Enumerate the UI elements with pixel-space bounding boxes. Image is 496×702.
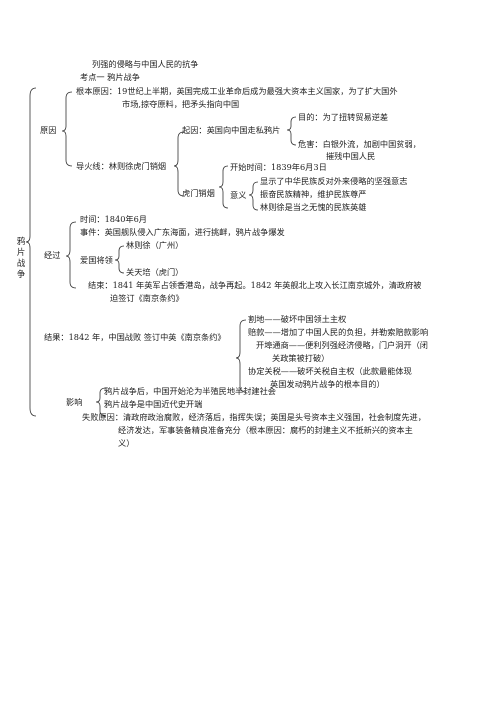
fundamental-cause-line-1: 根本原因：19世纪上半期，英国完成工业革命后成为最强大资本主义国家，为了扩大国外 [76, 86, 398, 96]
harm-text-line-1: 危害：白银外流，加剧中国贫弱， [298, 139, 421, 149]
general-2: 关天培（虎门） [126, 267, 184, 277]
topic-heading: 考点一 鸦片战争 [80, 72, 140, 82]
failure-line-1: 失败原因：清政府政治腐败，经济落后，指挥失误；英国是头号资本主义强国，社会制度先… [82, 412, 426, 422]
fuse-bracket [173, 131, 185, 197]
causes-label: 原因 [40, 125, 57, 135]
result-item-1: 割地——破坏中国领土主权 [248, 314, 347, 324]
meaning-item-1: 显示了中华民族反对外来侵略的坚强意志 [260, 176, 408, 186]
root-label: 鸦片战争 [16, 236, 26, 279]
process-event: 事件：英国舰队侵入广东海面，进行挑衅，鸦片战争爆发 [80, 227, 285, 237]
process-end-line-2: 迫签订《南京条约》 [110, 293, 184, 303]
meaning-label: 意义 [230, 190, 247, 200]
origin-bracket [286, 116, 297, 146]
process-bracket [65, 221, 77, 289]
humen-label: 虎门销烟 [182, 188, 215, 198]
result-item-4-line-1: 协定关税——破坏关税自主权（此款最能体现 [248, 366, 412, 376]
impact-item-1: 鸦片战争后，中国开始沦为半殖民地半封建社会 [104, 386, 276, 396]
page-title: 列强的侵略与中国人民的抗争 [92, 59, 199, 69]
impact-label: 影响 [66, 397, 83, 407]
result-item-3-line-2: 关政策被打破） [272, 353, 330, 363]
causes-bracket [61, 91, 73, 167]
generals-bracket [114, 245, 125, 274]
failure-line-2: 经济发达，军事装备精良准备充分（根本原因：腐朽的封建主义不抵新兴的资本主 [118, 425, 413, 435]
failure-line-3: 义） [118, 438, 135, 448]
humen-bracket [218, 165, 229, 209]
purpose-text: 目的：为了扭转贸易逆差 [298, 112, 389, 122]
root-bracket [25, 87, 37, 417]
result-item-4-line-2: 英国发动鸦片战争的根本目的） [270, 379, 385, 389]
result-item-2: 赔款——增加了中国人民的负担，并勒索赔款影响 [248, 327, 429, 337]
process-time: 时间：1840年6月 [80, 214, 147, 224]
result-bracket [235, 319, 247, 393]
fundamental-cause-line-2: 市场,掠夺原料，把矛头指向中国 [122, 99, 240, 109]
general-1: 林则徐（广州） [126, 240, 184, 250]
result-item-3-line-1: 开埠通商——便利列强经济侵略，门户洞开（闭 [256, 340, 428, 350]
start-time-text: 开始时间：1839年6月3日 [230, 162, 327, 172]
origin-text: 起因：英国向中国走私鸦片 [182, 125, 281, 135]
process-end-line-1: 结束：1841 年英军占领香港岛，战争再起。1842 年英舰北上攻入长江南京城外… [88, 280, 422, 290]
fuse-text: 导火线：林则徐虎门销烟 [76, 161, 167, 171]
generals-label: 爱国将领 [80, 255, 113, 265]
process-label: 经过 [44, 250, 61, 260]
meaning-item-2: 振奋民族精神，维护民族尊严 [260, 189, 367, 199]
harm-text-line-2: 摧残中国人民 [326, 151, 376, 161]
impact-item-2: 鸦片战争是中国近代史开端 [104, 399, 203, 409]
meaning-item-3: 林则徐是当之无愧的民族英雄 [260, 202, 367, 212]
meaning-bracket [248, 181, 259, 211]
result-label: 结果：1842 年，中国战败 签订中英《南京条约》 [44, 332, 226, 342]
